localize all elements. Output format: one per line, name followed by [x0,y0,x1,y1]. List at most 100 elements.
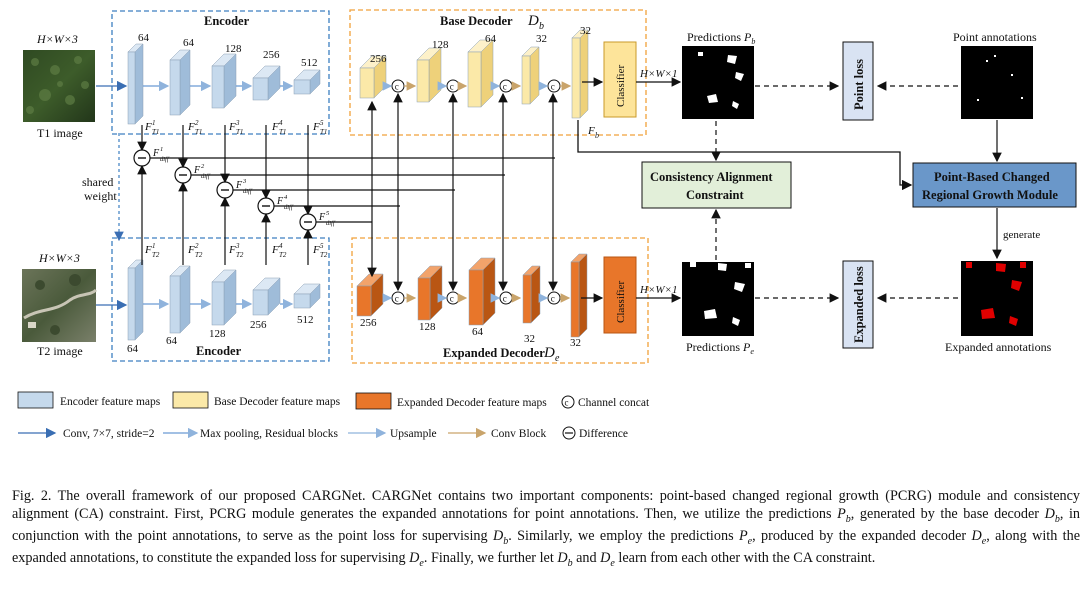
f-diff-label-4: F [276,196,284,207]
t2-label: T2 image [37,344,83,358]
svg-text:1: 1 [152,119,156,127]
encoder-bottom-block-1 [127,259,144,341]
base-concat-3-symbol: c [503,82,507,92]
expanded-concat-3-symbol: c [503,294,507,304]
figure-caption: Fig. 2. The overall framework of our pro… [12,488,1080,573]
legend-maxpool-label: Max pooling, Residual blocks [200,428,339,440]
point-annotations-label: Point annotations [953,30,1037,44]
base-feature-label: F [587,125,595,137]
consistency-box [641,161,792,209]
base-decoder-sub: b [539,21,544,32]
f-diff-label-3: F [235,180,243,191]
base-decoder-sym: D [527,13,539,29]
svg-text:T2: T2 [236,251,244,259]
legend-concat-label: Channel concat [578,397,650,409]
exp-ch-3: 64 [472,326,484,338]
enc-bot-ch-1: 64 [127,343,139,355]
encoder-top-blocks [127,43,321,125]
legend-upsample-label: Upsample [390,428,437,440]
svg-text:T1: T1 [279,128,286,136]
encoder-bottom-region [111,237,330,362]
caption-text: The overall framework of our proposed CA… [12,488,1081,570]
svg-text:2: 2 [195,119,199,127]
expanded-decoder-blocks [356,253,588,338]
svg-text:1: 1 [152,242,156,250]
svg-text:T2: T2 [195,251,203,259]
expanded-decoder-sub: e [555,353,560,364]
encoder-bottom-block-2 [169,265,191,334]
expanded-loss-box [842,260,874,349]
legend-expanded-swatch [355,392,392,410]
svg-text:5: 5 [320,242,324,250]
encoder-top-block-1 [127,43,144,125]
predictions-b-label: Predictions Pb [687,30,755,46]
svg-text:T1: T1 [236,128,243,136]
base-decoder-blocks [359,29,589,119]
svg-text:3: 3 [235,119,240,127]
pcrg-line-2: Regional Growth Module [922,188,1058,202]
t2-texture [23,274,98,335]
expanded-concat-1-symbol: c [395,294,399,304]
svg-text:T2: T2 [320,251,328,259]
encoder-top-title: Encoder [204,14,250,28]
caption-fig-label: Fig. 2. [12,488,52,504]
svg-text:F: F [271,121,279,133]
t1-texture [26,56,89,114]
base-decoder-block-4 [521,46,540,105]
decoder-arrows [382,77,604,303]
expanded-loss-label: Expanded loss [852,266,866,343]
legend-base-swatch [172,391,209,409]
svg-text:F: F [271,244,279,256]
enc-bot-ch-3: 128 [209,328,226,340]
legend-difference-label: Difference [579,428,628,440]
predictions-e-label: Predictions Pe [686,340,754,356]
legend-convblock-label: Conv Block [491,428,547,440]
f-diff-sub-4: diff [284,204,294,211]
base-decoder-block-5 [571,29,589,119]
predictions-b-map [682,46,754,119]
point-annotations-map [961,46,1033,119]
exp-out-dims: H×W×1 [639,284,677,296]
base-ch-3: 64 [485,33,497,45]
expanded-decoder-block-4 [522,265,541,324]
svg-text:F: F [312,121,320,133]
fb-to-pcrg-route [577,120,913,191]
consistency-line-2: Constraint [686,188,744,202]
predictions-e-blobs [690,262,751,326]
base-decoder-block-2 [416,47,442,103]
encoder-top-block-3 [211,53,237,109]
pcrg-line-1: Point-Based Changed [934,170,1050,184]
base-decoder-block-3 [467,39,494,108]
expanded-decoder-region [351,237,649,364]
base-ch-5: 32 [580,25,591,37]
f-diff-label-2: F [193,165,201,176]
svg-text:4: 4 [279,119,283,127]
exp-ch-5: 32 [570,337,581,349]
cargnet-framework-figure: shared weight Encoder Encoder Base Decod… [17,9,1077,440]
legend-encoder-label: Encoder feature maps [60,396,161,408]
svg-text:T2: T2 [152,251,160,259]
expanded-decoder-block-2 [417,265,443,321]
predictions-e-map [682,262,754,336]
base-concat-2-symbol: c [450,82,454,92]
expanded-decoder-block-5 [570,253,588,338]
svg-text:F: F [228,244,236,256]
legend-expanded-label: Expanded Decoder feature maps [397,397,547,409]
exp-ch-2: 128 [419,321,436,333]
encoder-bottom-title: Encoder [196,344,242,358]
enc-top-ch-1: 64 [138,32,150,44]
encoder-top-block-2 [169,49,191,116]
generate-label: generate [1003,229,1040,241]
point-loss-label: Point loss [852,59,866,110]
base-classifier-label: Classifier [615,65,627,107]
base-concat-1-symbol: c [395,82,399,92]
f-diff-sup-5: 5 [326,210,330,217]
base-out-dims: H×W×1 [639,68,677,80]
encoder-bottom-block-4 [252,277,281,316]
svg-text:F: F [228,121,236,133]
shared-weight-label-2: weight [84,189,117,203]
enc-top-ch-2: 64 [183,37,195,49]
svg-text:F: F [312,244,320,256]
